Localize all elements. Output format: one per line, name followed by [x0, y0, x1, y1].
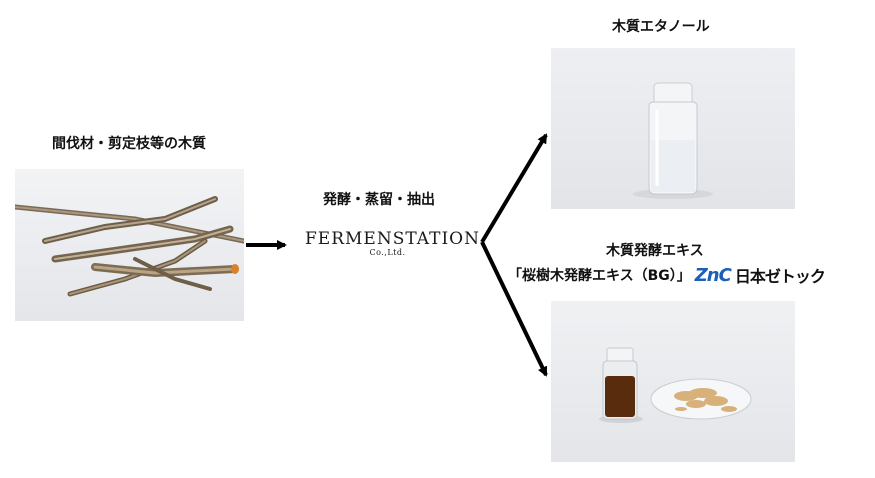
arrow-to-extract [482, 242, 546, 375]
arrow-to-ethanol [482, 135, 546, 242]
